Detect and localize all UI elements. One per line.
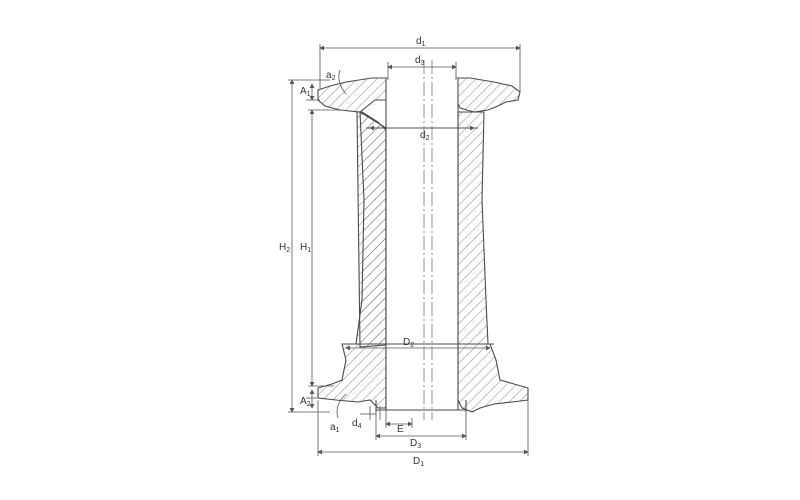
label-D3: D3	[410, 438, 421, 450]
label-D2: D2	[403, 337, 414, 349]
label-D1: D1	[413, 456, 424, 468]
label-d1: d1	[416, 36, 426, 48]
label-d4: d4	[352, 418, 362, 430]
label-A2: A2	[300, 396, 311, 408]
label-H2: H2	[279, 242, 290, 254]
label-E: E	[397, 424, 404, 435]
right-base	[457, 343, 529, 413]
left-base	[317, 343, 387, 409]
right-top-flange	[455, 77, 521, 113]
label-a1: a1	[330, 422, 340, 434]
right-body	[457, 111, 489, 345]
label-H1: H1	[300, 242, 311, 254]
label-d3: d3	[415, 55, 425, 67]
label-a2: a2	[326, 70, 336, 82]
label-A1: A1	[300, 86, 311, 98]
label-d2: d2	[420, 130, 430, 142]
